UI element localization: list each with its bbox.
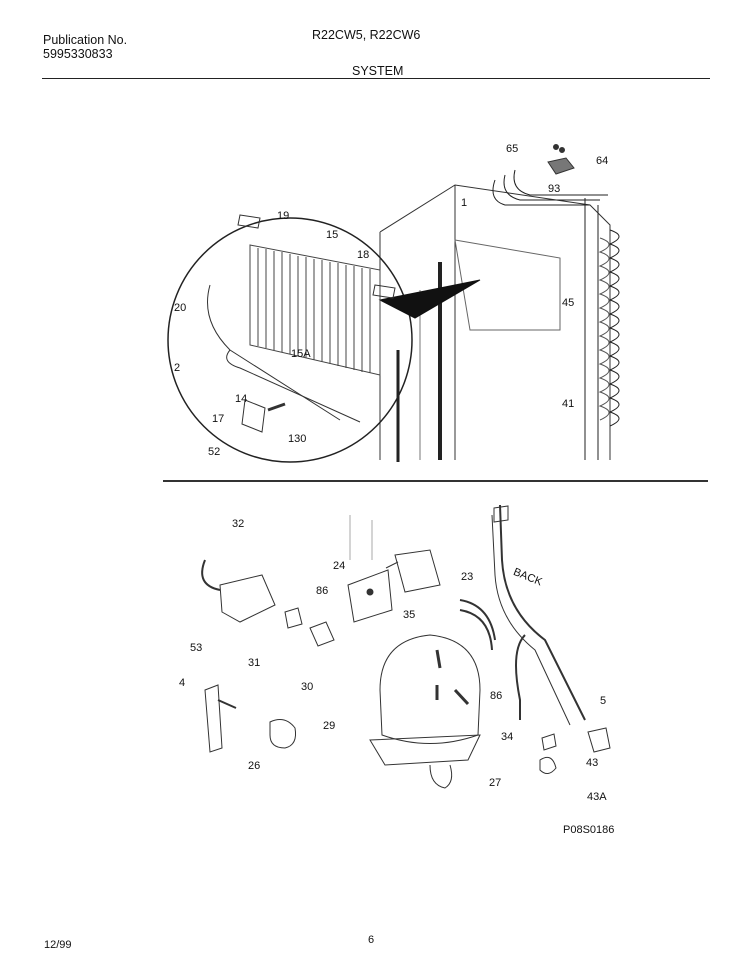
callout-86-lower: 86 [490,690,503,702]
evaporator-fins [249,244,381,376]
relay-clip-drawing [284,607,335,647]
callout-41: 41 [562,398,575,410]
publication-number: 5995330833 [43,47,113,61]
cabinet-edge-lines [349,515,373,560]
footer-date: 12/99 [44,939,72,951]
grommet-drawing [269,719,296,749]
evaporator-detail-circle [167,214,481,463]
callout-86-upper: 86 [316,585,329,597]
section-divider [163,480,708,482]
cabinet-drawing [379,184,611,462]
callout-23: 23 [461,571,474,583]
condenser-coils-drawing [492,169,620,460]
callout-18: 18 [357,249,370,261]
publication-label: Publication No. [43,33,128,47]
header-rule [42,78,710,79]
callout-20: 20 [174,302,187,314]
callout-27: 27 [489,777,502,789]
start-relay-cover-drawing [201,559,276,623]
callout-14: 14 [235,393,248,405]
callout-34: 34 [501,731,514,743]
callout-24: 24 [333,560,346,572]
callout-19: 19 [277,210,290,222]
wiring-harness-drawing [459,504,611,753]
clamp-drawing [539,733,557,774]
overload-bracket-drawing [347,549,441,623]
drier-filter-drawing [204,684,237,753]
section-title: SYSTEM [352,64,404,78]
callout-29: 29 [323,720,336,732]
callout-43a: 43A [587,791,607,803]
callout-2: 2 [174,362,181,374]
bracket-64-drawing [547,144,575,175]
callout-1: 1 [461,197,468,209]
drawing-code: P08S0186 [563,824,615,836]
model-numbers: R22CW5, R22CW6 [312,28,421,42]
compressor-drawing [369,634,481,789]
callout-93: 93 [548,183,561,195]
callout-31: 31 [248,657,261,669]
callout-53: 53 [190,642,203,654]
callout-43: 43 [586,757,599,769]
callout-130: 130 [288,433,307,445]
callout-65: 65 [506,143,519,155]
callout-4: 4 [179,677,186,689]
callout-15: 15 [326,229,339,241]
page-number: 6 [368,934,375,946]
callout-26: 26 [248,760,261,772]
callout-32: 32 [232,518,245,530]
callout-64: 64 [596,155,609,167]
callout-5: 5 [600,695,607,707]
callout-45: 45 [562,297,575,309]
callout-35: 35 [403,609,416,621]
callout-30: 30 [301,681,314,693]
callout-17: 17 [212,413,225,425]
callout-15a: 15A [291,348,311,360]
callout-52: 52 [208,446,221,458]
